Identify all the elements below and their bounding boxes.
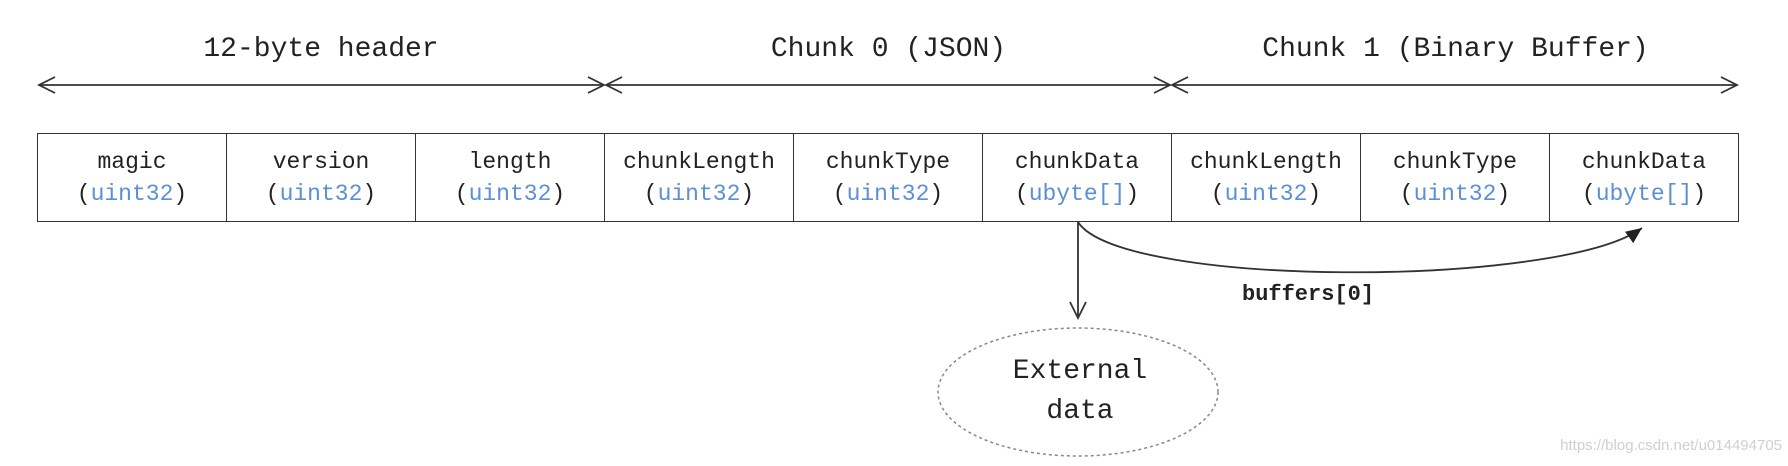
cell-type-value: uint32 <box>468 180 552 207</box>
section-label-chunk1: Chunk 1 (Binary Buffer) <box>1262 34 1649 65</box>
cell-type: (uint32) <box>76 180 188 207</box>
section-label-chunk0: Chunk 0 (JSON) <box>770 34 1007 65</box>
cell-name: chunkType <box>1392 148 1518 175</box>
cell-name: version <box>272 148 370 175</box>
cell-chunk1-length: chunkLength (uint32) <box>1172 134 1361 221</box>
cell-type-value: ubyte[] <box>1595 180 1693 207</box>
glb-layout-row: magic (uint32) version (uint32) length (… <box>37 133 1739 222</box>
cell-type: (uint32) <box>832 180 944 207</box>
cell-type-value: uint32 <box>1224 180 1308 207</box>
external-data-ellipse <box>937 327 1219 457</box>
cell-name: length <box>468 148 552 175</box>
cell-type: (ubyte[]) <box>1581 180 1707 207</box>
cell-type: (uint32) <box>454 180 566 207</box>
cell-name: chunkLength <box>623 148 775 175</box>
cell-version: version (uint32) <box>227 134 416 221</box>
cell-name: magic <box>97 148 167 175</box>
cell-type: (uint32) <box>265 180 377 207</box>
cell-chunk0-length: chunkLength (uint32) <box>605 134 794 221</box>
cell-type-value: uint32 <box>90 180 174 207</box>
cell-type-value: uint32 <box>657 180 741 207</box>
cell-chunk0-type: chunkType (uint32) <box>794 134 983 221</box>
cell-chunk0-data: chunkData (ubyte[]) <box>983 134 1172 221</box>
cell-type: (uint32) <box>643 180 755 207</box>
cell-type: (uint32) <box>1210 180 1322 207</box>
cell-type-value: ubyte[] <box>1028 180 1126 207</box>
watermark: https://blog.csdn.net/u014494705 <box>1560 437 1782 454</box>
cell-type-value: uint32 <box>846 180 930 207</box>
cell-name: chunkLength <box>1190 148 1342 175</box>
cell-chunk1-type: chunkType (uint32) <box>1361 134 1550 221</box>
cell-type: (ubyte[]) <box>1014 180 1140 207</box>
cell-length: length (uint32) <box>416 134 605 221</box>
cell-type: (uint32) <box>1399 180 1511 207</box>
external-data-line2: data <box>1046 396 1114 427</box>
section-label-header: 12-byte header <box>203 34 439 65</box>
cell-chunk1-data: chunkData (ubyte[]) <box>1550 134 1738 221</box>
external-data-line1: External <box>1012 356 1148 387</box>
cell-name: chunkData <box>1014 148 1140 175</box>
cell-magic: magic (uint32) <box>38 134 227 221</box>
cell-type-value: uint32 <box>1413 180 1497 207</box>
buffers-reference-label: buffers[0] <box>1242 282 1375 307</box>
buffers-reference-arrow <box>1077 221 1643 274</box>
cell-name: chunkType <box>825 148 951 175</box>
cell-name: chunkData <box>1581 148 1707 175</box>
cell-type-value: uint32 <box>279 180 363 207</box>
external-data-label: External data <box>940 352 1220 432</box>
